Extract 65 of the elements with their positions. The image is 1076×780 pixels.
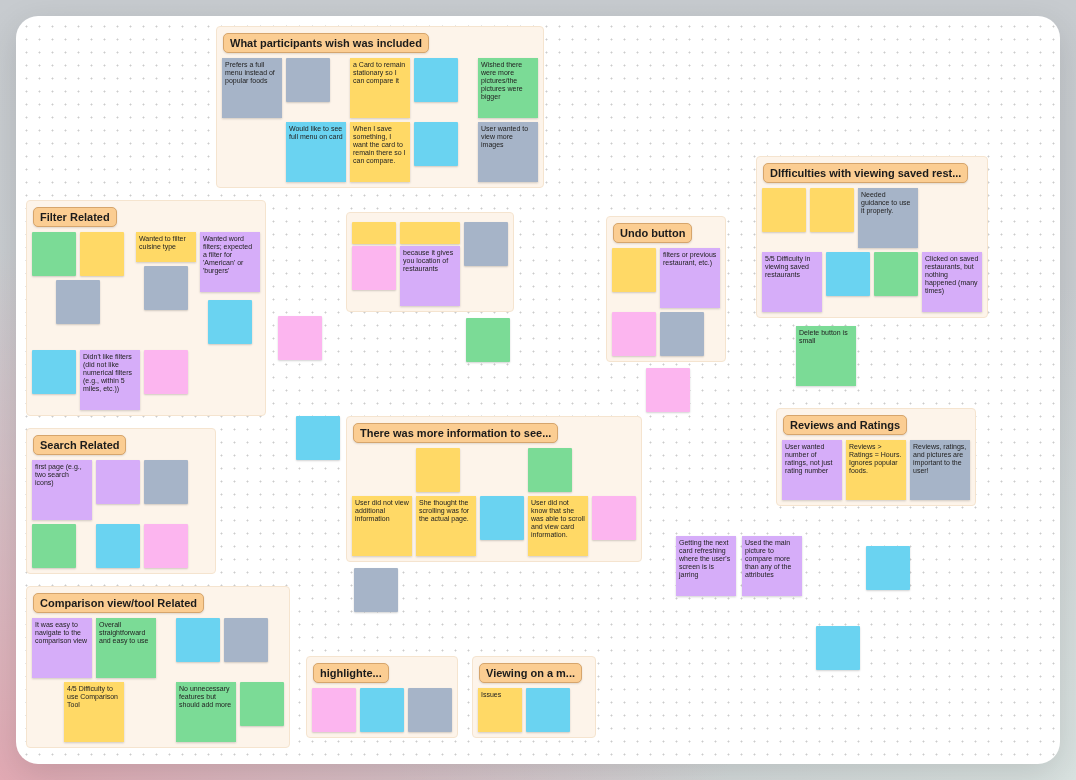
sticky-note	[80, 232, 124, 276]
sticky-note	[286, 58, 330, 102]
sticky-note	[646, 368, 690, 412]
sticky-note	[612, 248, 656, 292]
section-panel	[216, 26, 544, 188]
section-title: Comparison view/tool Related	[33, 593, 205, 613]
sticky-note	[826, 252, 870, 296]
sticky-note	[296, 416, 340, 460]
section-title: Undo button	[613, 223, 693, 243]
section-panel	[346, 212, 514, 312]
sticky-note	[762, 188, 806, 232]
sticky-note	[866, 546, 910, 590]
section-title: What participants wish was included	[223, 33, 429, 53]
sticky-note	[278, 316, 322, 360]
sticky-note	[56, 280, 100, 324]
sticky-note	[96, 524, 140, 568]
sticky-note	[224, 618, 268, 662]
sticky-note	[240, 682, 284, 726]
sticky-note	[400, 222, 460, 244]
sticky-note	[660, 312, 704, 356]
section-title: Viewing on a m...	[479, 663, 583, 683]
sticky-note	[874, 252, 918, 296]
sticky-note	[208, 300, 252, 344]
section-panel	[346, 416, 642, 562]
section-panel	[776, 408, 976, 506]
sticky-note	[360, 688, 404, 732]
section-panel	[26, 586, 290, 748]
sticky-note	[416, 448, 460, 492]
sticky-note	[312, 688, 356, 732]
sticky-note	[32, 232, 76, 276]
sticky-note	[464, 222, 508, 266]
sticky-note	[414, 58, 458, 102]
sticky-note	[32, 524, 76, 568]
sticky-note	[528, 448, 572, 492]
section-title: DIfficulties with viewing saved rest...	[763, 163, 969, 183]
sticky-note	[354, 568, 398, 612]
sticky-note	[352, 222, 396, 244]
section-panel	[472, 656, 596, 738]
sticky-note	[144, 524, 188, 568]
sticky-note	[408, 688, 452, 732]
sticky-note	[816, 626, 860, 670]
section-title: Reviews and Ratings	[783, 415, 908, 435]
sticky-note	[32, 350, 76, 394]
sticky-note	[480, 496, 524, 540]
sticky-note	[466, 318, 510, 362]
sticky-note	[810, 188, 854, 232]
section-panel	[756, 156, 988, 318]
sticky-note	[96, 460, 140, 504]
section-panel	[26, 200, 266, 416]
section-panel	[306, 656, 458, 738]
section-panel	[26, 428, 216, 574]
sticky-note	[144, 266, 188, 310]
section-title: Filter Related	[33, 207, 117, 227]
sticky-note	[414, 122, 458, 166]
sticky-note	[144, 350, 188, 394]
sticky-note	[352, 246, 396, 290]
section-title: There was more information to see...	[353, 423, 559, 443]
section-panel	[606, 216, 726, 362]
sticky-note	[176, 618, 220, 662]
sticky-note	[612, 312, 656, 356]
section-title: highlighte...	[313, 663, 389, 683]
sticky-note	[592, 496, 636, 540]
sticky-note	[526, 688, 570, 732]
sticky-note	[144, 460, 188, 504]
section-title: Search Related	[33, 435, 127, 455]
